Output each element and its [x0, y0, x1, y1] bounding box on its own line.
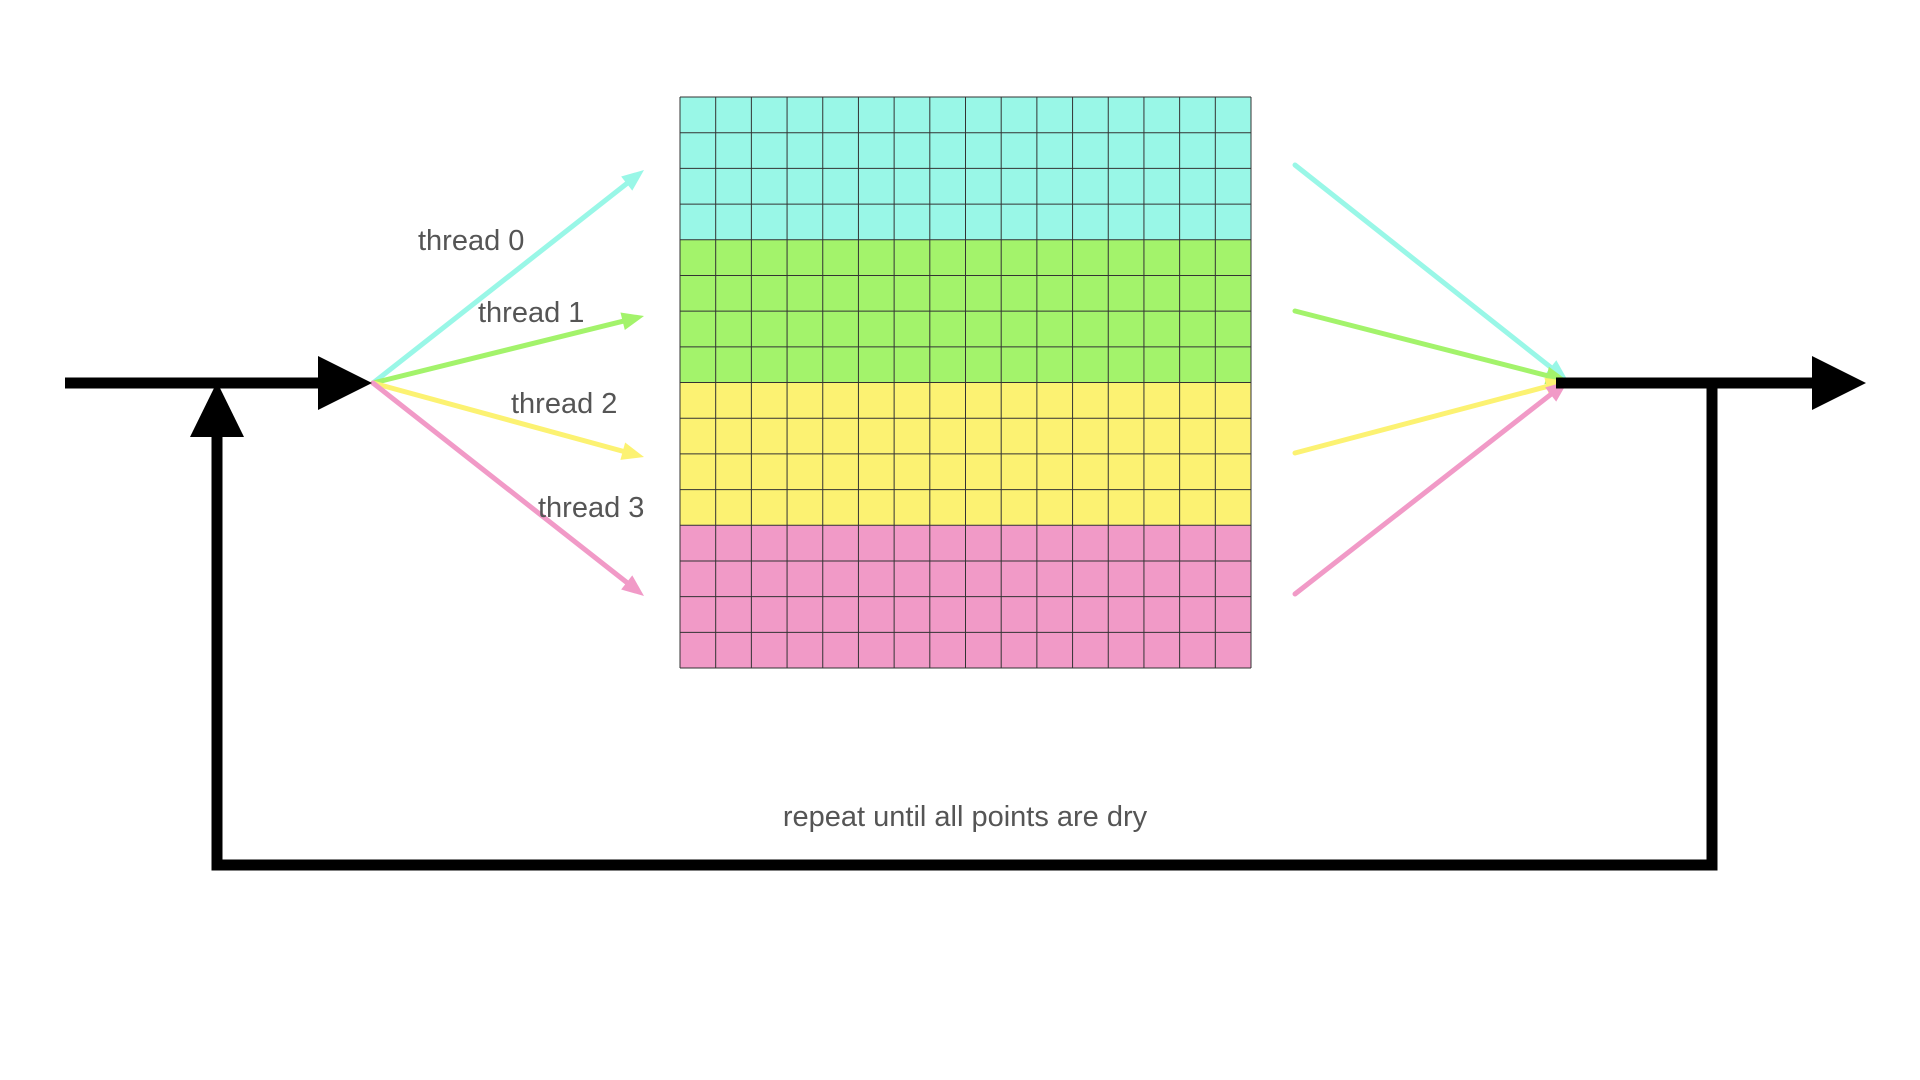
thread-label-3: thread 3	[538, 492, 644, 524]
fan-out-arrow-3	[370, 380, 644, 596]
fan-out-arrow-1	[370, 312, 644, 386]
input-arrowhead-icon	[318, 356, 372, 410]
thread-label-2: thread 2	[511, 388, 617, 420]
fan-in-arrow-0	[1292, 162, 1568, 381]
fan-out-arrows	[370, 170, 644, 596]
fan-out-arrow-0	[370, 170, 644, 386]
loop-arrowhead-icon	[190, 382, 244, 437]
output-arrowhead-icon	[1812, 356, 1866, 410]
main-flow	[65, 356, 1866, 410]
fan-out-arrow-2	[370, 380, 644, 460]
loop-path	[211, 383, 1718, 871]
thread-label-1: thread 1	[478, 297, 584, 329]
loop-label: repeat until all points are dry	[783, 801, 1148, 833]
fan-in-arrows	[1292, 162, 1568, 597]
fan-in-arrow-3	[1292, 381, 1568, 597]
thread-label-0: thread 0	[418, 225, 524, 257]
repeat-loop	[190, 382, 1718, 871]
point-grid	[679, 96, 1252, 669]
